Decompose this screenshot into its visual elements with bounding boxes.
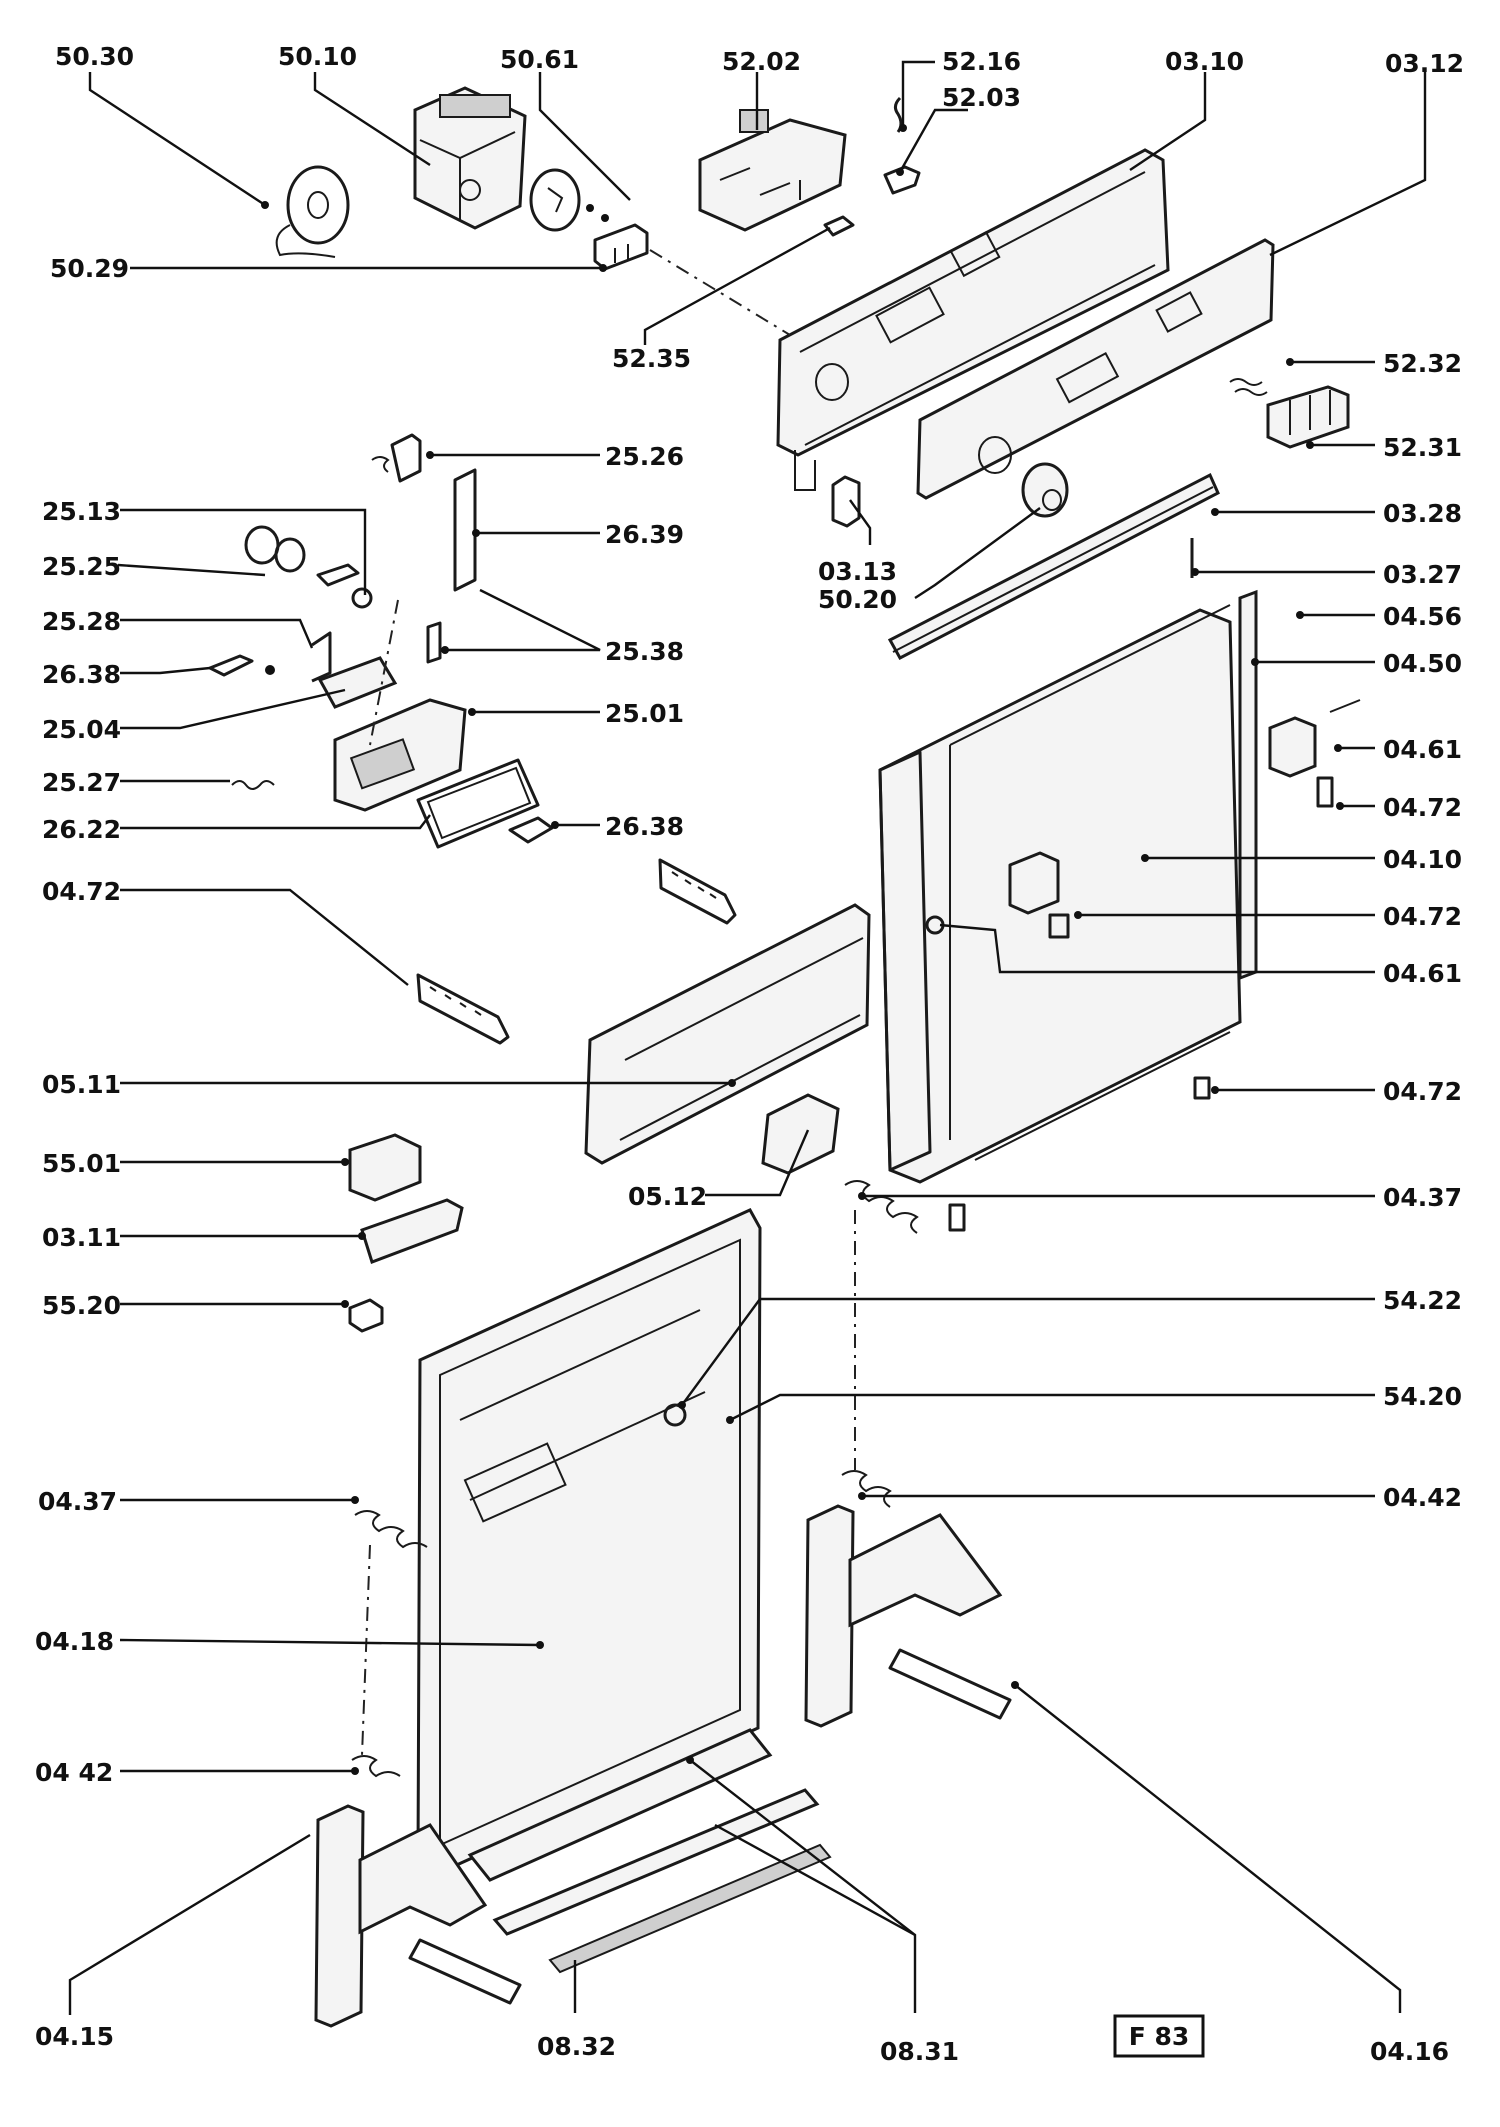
label-25-25: 25.25	[42, 552, 121, 581]
label-04-18: 04.18	[35, 1627, 114, 1656]
label-04-16: 04.16	[1370, 2037, 1449, 2066]
figure-badge-text: F 83	[1129, 2022, 1190, 2051]
label-04-72-c: 04.72	[1383, 902, 1462, 931]
label-04-15: 04.15	[35, 2022, 114, 2051]
label-03-12: 03.12	[1385, 49, 1464, 78]
label-04-42-right: 04.42	[1383, 1483, 1462, 1512]
label-26-39: 26.39	[605, 520, 684, 549]
label-54-22: 54.22	[1383, 1286, 1462, 1315]
label-55-20: 55.20	[42, 1291, 121, 1320]
label-04-56: 04.56	[1383, 602, 1462, 631]
label-55-01: 55.01	[42, 1149, 121, 1178]
label-05-12: 05.12	[628, 1182, 707, 1211]
label-08-31: 08.31	[880, 2037, 959, 2066]
label-26-38-upper: 26.38	[42, 660, 121, 689]
label-52-02: 52.02	[722, 47, 801, 76]
label-04-72-d: 04.72	[1383, 1077, 1462, 1106]
label-25-04: 25.04	[42, 715, 121, 744]
label-05-11: 05.11	[42, 1070, 121, 1099]
label-25-27: 25.27	[42, 768, 121, 797]
label-52-31: 52.31	[1383, 433, 1462, 462]
label-50-20: 50.20	[818, 585, 897, 614]
label-04-37-left: 04.37	[38, 1487, 117, 1516]
figure-badge: F 83	[1113, 2014, 1205, 2058]
label-03-27: 03.27	[1383, 560, 1462, 589]
label-03-13: 03.13	[818, 557, 897, 586]
door-latch-parts	[208, 433, 554, 849]
label-04-37-right: 04.37	[1383, 1183, 1462, 1212]
label-04-72-a: 04.72	[1383, 793, 1462, 822]
label-04-50: 04.50	[1383, 649, 1462, 678]
label-25-01: 25.01	[605, 699, 684, 728]
leader-dots	[261, 124, 1344, 1775]
alignment-lines	[361, 249, 856, 1756]
label-26-38-lower: 26.38	[605, 812, 684, 841]
label-25-13: 25.13	[42, 497, 121, 526]
label-04-72-b: 04.72	[42, 877, 121, 906]
label-03-28: 03.28	[1383, 499, 1462, 528]
inner-door-parts	[416, 472, 1361, 1234]
label-50-61: 50.61	[500, 45, 579, 74]
label-50-29: 50.29	[50, 254, 129, 283]
control-panel-parts	[275, 86, 1350, 528]
label-52-03: 52.03	[942, 83, 1021, 112]
label-52-16: 52.16	[942, 47, 1021, 76]
label-50-10: 50.10	[278, 42, 357, 71]
label-04-61-upper: 04.61	[1383, 735, 1462, 764]
label-03-10: 03.10	[1165, 47, 1244, 76]
label-04-10: 04.10	[1383, 845, 1462, 874]
outer-door-parts	[314, 1133, 1012, 2028]
label-50-30: 50.30	[55, 42, 134, 71]
label-08-32: 08.32	[537, 2032, 616, 2061]
label-26-22: 26.22	[42, 815, 121, 844]
label-25-28: 25.28	[42, 607, 121, 636]
label-52-35: 52.35	[612, 344, 691, 373]
label-03-11: 03.11	[42, 1223, 121, 1252]
label-04-42-left: 04 42	[35, 1758, 113, 1787]
label-52-32: 52.32	[1383, 349, 1462, 378]
leader-lines	[68, 60, 1427, 2015]
label-25-26: 25.26	[605, 442, 684, 471]
label-54-20: 54.20	[1383, 1382, 1462, 1411]
part-labels: 50.30 50.10 50.61 52.02 52.16 52.03 03.1…	[35, 42, 1464, 2066]
label-04-61-lower: 04.61	[1383, 959, 1462, 988]
label-25-38: 25.38	[605, 637, 684, 666]
